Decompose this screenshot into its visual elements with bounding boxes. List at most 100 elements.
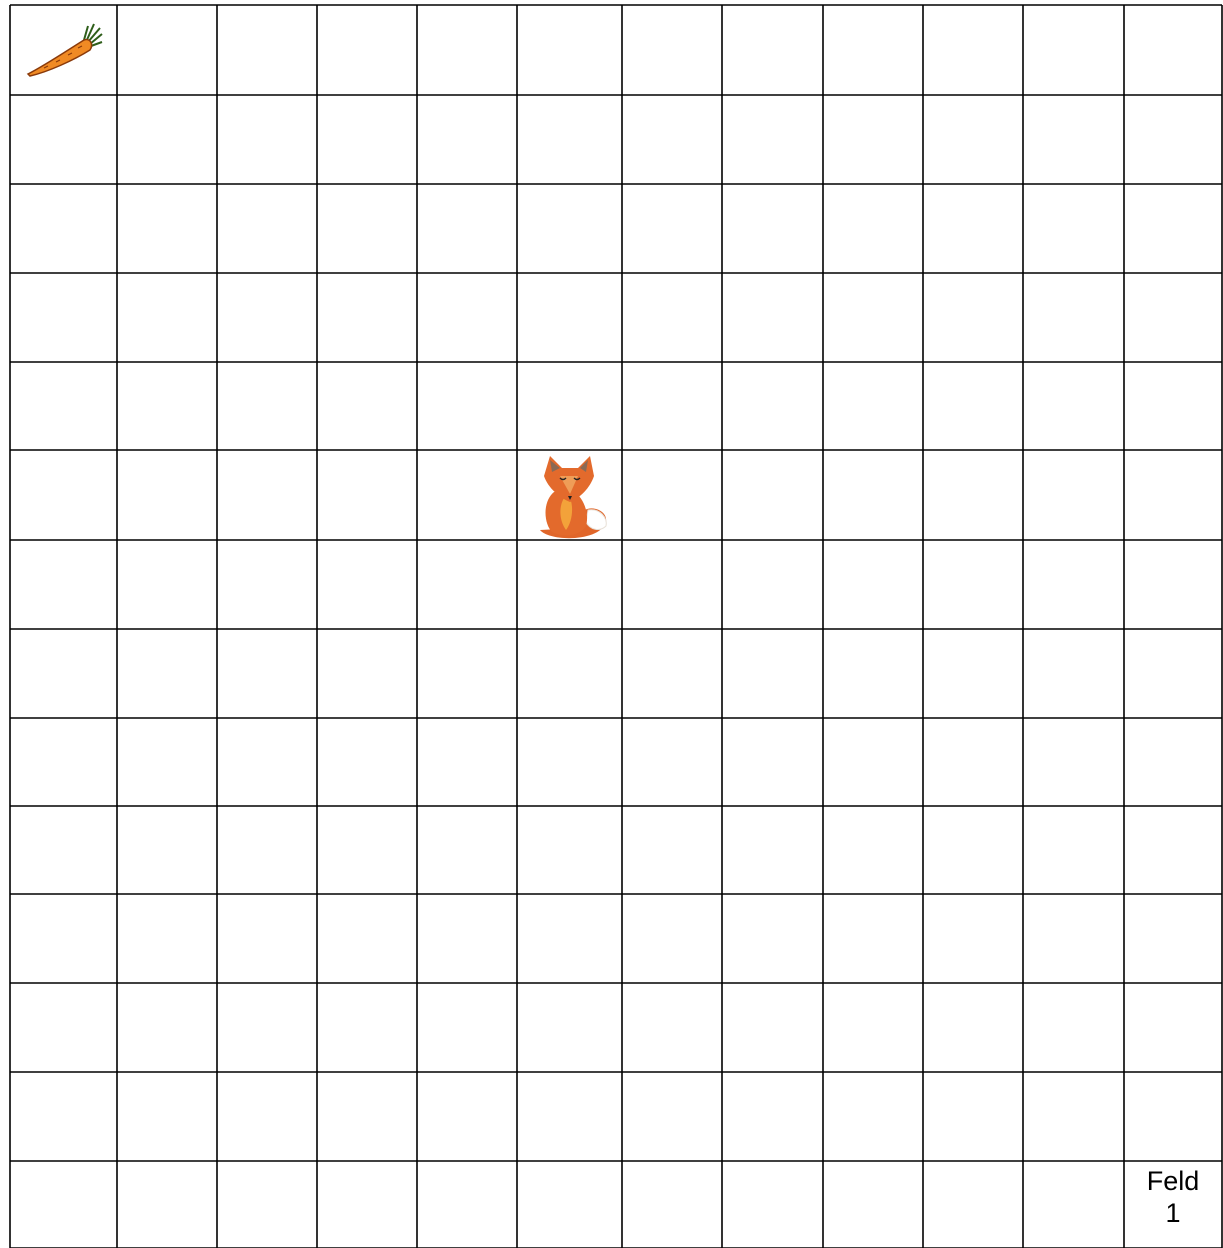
board-cell[interactable] (117, 983, 217, 1072)
board-cell[interactable] (722, 540, 823, 629)
board-cell[interactable] (722, 1161, 823, 1248)
board-cell[interactable] (823, 362, 923, 450)
board-cell[interactable] (1124, 273, 1222, 362)
board-cell[interactable] (722, 718, 823, 806)
board-cell[interactable] (517, 894, 622, 983)
board-cell[interactable] (722, 1072, 823, 1161)
board-cell[interactable] (1124, 629, 1222, 718)
board-cell[interactable] (1124, 806, 1222, 894)
board-cell[interactable] (117, 5, 217, 95)
board-cell[interactable] (10, 273, 117, 362)
board-cell[interactable] (517, 718, 622, 806)
board-cell[interactable] (417, 450, 517, 540)
board-cell[interactable] (517, 362, 622, 450)
board-cell[interactable] (517, 1161, 622, 1248)
board-cell[interactable] (517, 629, 622, 718)
board-cell[interactable] (823, 1161, 923, 1248)
board-cell[interactable] (823, 450, 923, 540)
board-cell[interactable] (923, 629, 1023, 718)
board-cell[interactable] (117, 1072, 217, 1161)
board-cell[interactable] (317, 1072, 417, 1161)
board-cell[interactable] (923, 1161, 1023, 1248)
board-cell[interactable] (217, 806, 317, 894)
board-cell[interactable] (417, 806, 517, 894)
board-cell[interactable] (517, 983, 622, 1072)
board-cell[interactable] (923, 273, 1023, 362)
board-cell[interactable] (823, 95, 923, 184)
board-cell[interactable] (517, 95, 622, 184)
board-cell[interactable] (1023, 718, 1124, 806)
board-cell[interactable] (10, 806, 117, 894)
board-cell[interactable] (1023, 184, 1124, 273)
board-cell[interactable] (722, 983, 823, 1072)
board-cell[interactable] (217, 1072, 317, 1161)
board-cell[interactable] (317, 95, 417, 184)
board-cell[interactable] (117, 273, 217, 362)
board-cell[interactable] (217, 450, 317, 540)
board-cell[interactable] (722, 629, 823, 718)
board-cell[interactable] (417, 718, 517, 806)
board-cell[interactable] (10, 1161, 117, 1248)
board-cell[interactable] (417, 894, 517, 983)
board-cell[interactable] (417, 540, 517, 629)
board-cell[interactable] (622, 450, 722, 540)
board-cell[interactable] (317, 450, 417, 540)
board-cell[interactable] (923, 983, 1023, 1072)
board-cell[interactable] (923, 184, 1023, 273)
board-cell[interactable] (417, 1161, 517, 1248)
board-cell[interactable] (722, 894, 823, 983)
board-cell[interactable] (317, 1161, 417, 1248)
board-cell[interactable] (317, 540, 417, 629)
board-cell[interactable] (923, 5, 1023, 95)
board-cell[interactable] (217, 362, 317, 450)
board-cell[interactable] (217, 983, 317, 1072)
board-cell[interactable] (622, 184, 722, 273)
board-cell[interactable] (1023, 273, 1124, 362)
board-cell[interactable] (217, 5, 317, 95)
board-cell[interactable] (317, 273, 417, 362)
board-cell[interactable] (117, 718, 217, 806)
board-cell[interactable] (10, 184, 117, 273)
board-cell[interactable] (622, 5, 722, 95)
board-cell[interactable] (417, 95, 517, 184)
board-cell[interactable] (117, 95, 217, 184)
board-cell[interactable] (1023, 1072, 1124, 1161)
board-cell[interactable] (722, 5, 823, 95)
board-cell[interactable] (622, 273, 722, 362)
board-cell[interactable] (317, 894, 417, 983)
board-cell[interactable] (10, 362, 117, 450)
board-cell[interactable] (417, 362, 517, 450)
board-cell[interactable] (823, 5, 923, 95)
board-cell[interactable] (722, 184, 823, 273)
board-cell[interactable] (923, 95, 1023, 184)
board-cell[interactable] (923, 362, 1023, 450)
board-cell[interactable] (217, 95, 317, 184)
board-cell[interactable] (217, 184, 317, 273)
board-cell[interactable] (10, 450, 117, 540)
board-cell[interactable] (117, 540, 217, 629)
board-cell[interactable] (1124, 1072, 1222, 1161)
board-cell[interactable] (923, 450, 1023, 540)
board-cell[interactable] (10, 983, 117, 1072)
board-cell[interactable] (622, 629, 722, 718)
board-cell[interactable] (722, 362, 823, 450)
board-cell[interactable] (923, 1072, 1023, 1161)
board-cell[interactable] (217, 718, 317, 806)
board-cell[interactable] (417, 983, 517, 1072)
board-cell[interactable] (117, 629, 217, 718)
board-cell[interactable] (722, 806, 823, 894)
board-cell[interactable] (1023, 806, 1124, 894)
board-cell[interactable] (1124, 5, 1222, 95)
board-cell[interactable] (823, 806, 923, 894)
board-cell[interactable] (517, 273, 622, 362)
board-cell[interactable] (823, 718, 923, 806)
board-cell[interactable] (1023, 894, 1124, 983)
board-cell[interactable] (417, 5, 517, 95)
board-cell[interactable] (622, 894, 722, 983)
board-cell[interactable] (517, 540, 622, 629)
board-cell[interactable] (117, 362, 217, 450)
board-cell[interactable] (117, 450, 217, 540)
board-cell[interactable] (317, 718, 417, 806)
board-cell[interactable] (622, 983, 722, 1072)
board-cell[interactable] (622, 540, 722, 629)
